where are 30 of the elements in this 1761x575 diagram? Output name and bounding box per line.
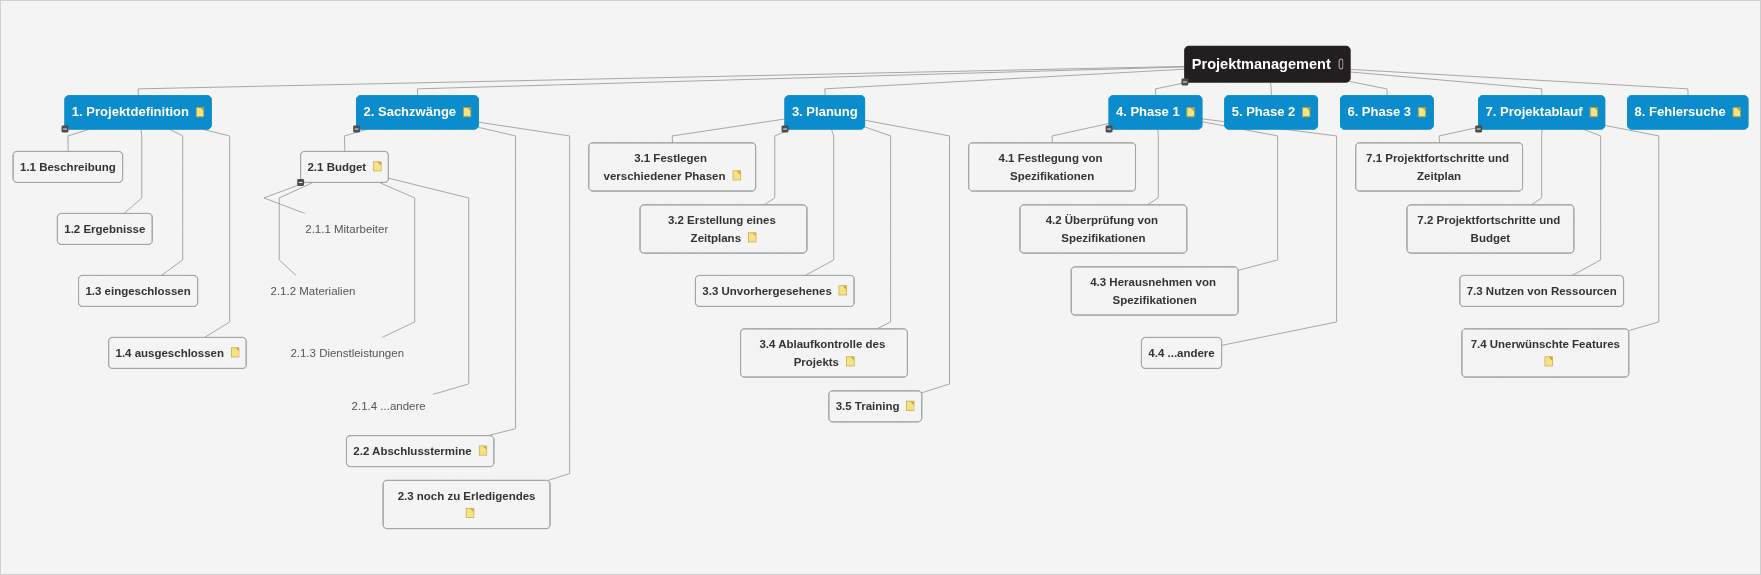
connector — [1571, 129, 1602, 277]
connector — [137, 65, 1186, 97]
node-text: 2.1.2 Materialien — [270, 283, 356, 297]
connector — [1349, 71, 1543, 97]
connector — [1146, 129, 1159, 206]
connector — [417, 66, 1186, 97]
connector — [1604, 125, 1660, 332]
connector — [1438, 126, 1480, 144]
connector — [379, 182, 416, 339]
connector — [1348, 80, 1388, 97]
node-text: 2.1.1 Mitarbeiter — [305, 221, 389, 235]
connector — [388, 177, 470, 395]
connector — [763, 129, 791, 206]
connector — [804, 129, 835, 277]
connector — [824, 68, 1186, 97]
connector — [1155, 81, 1189, 97]
node-text: 2.1.4 ...andere — [351, 399, 426, 413]
connector — [1349, 68, 1689, 97]
connector — [864, 119, 950, 394]
connector — [123, 129, 143, 215]
connector — [1051, 122, 1110, 144]
connector — [1530, 129, 1543, 206]
connector — [278, 182, 313, 277]
connector — [864, 126, 892, 330]
connector — [160, 129, 184, 277]
node-text: 2.1.3 Dienstleistungen — [290, 345, 405, 359]
connector — [671, 118, 786, 144]
connector — [1201, 121, 1279, 271]
connector — [477, 126, 516, 437]
connector — [1270, 81, 1272, 97]
